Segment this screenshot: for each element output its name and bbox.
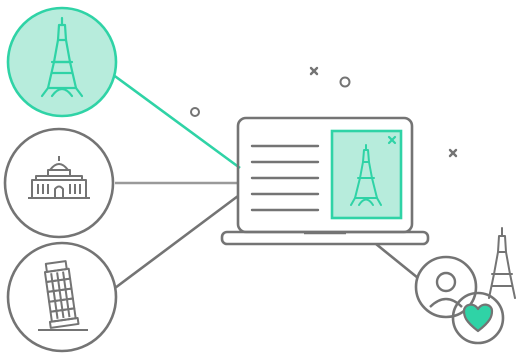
laptop — [220, 116, 430, 246]
eiffel-tower-icon — [350, 144, 382, 206]
user-avatar[interactable] — [414, 255, 478, 319]
decor-circle-2 — [339, 76, 351, 88]
destination-leaning-tower[interactable] — [6, 241, 118, 353]
decor-x-1 — [309, 66, 319, 76]
connector-pisa — [114, 194, 239, 290]
destination-palace[interactable] — [3, 127, 115, 239]
favorite-button[interactable] — [451, 291, 505, 345]
connector-user — [375, 242, 419, 280]
heart-icon — [462, 303, 494, 333]
laptop-text-lines — [250, 144, 320, 212]
destination-eiffel-tower[interactable] — [6, 6, 118, 118]
landmark-eiffel-tower — [488, 227, 516, 299]
decor-circle-1 — [190, 107, 200, 117]
eiffel-tower-icon — [40, 16, 84, 98]
connector-eiffel — [111, 72, 241, 170]
leaning-tower-of-pisa-icon — [38, 260, 88, 331]
palace-icon — [28, 156, 90, 199]
decor-x-2 — [448, 148, 458, 158]
user-avatar-icon — [429, 271, 463, 308]
close-icon[interactable] — [387, 135, 397, 145]
preview-card[interactable] — [330, 129, 403, 220]
